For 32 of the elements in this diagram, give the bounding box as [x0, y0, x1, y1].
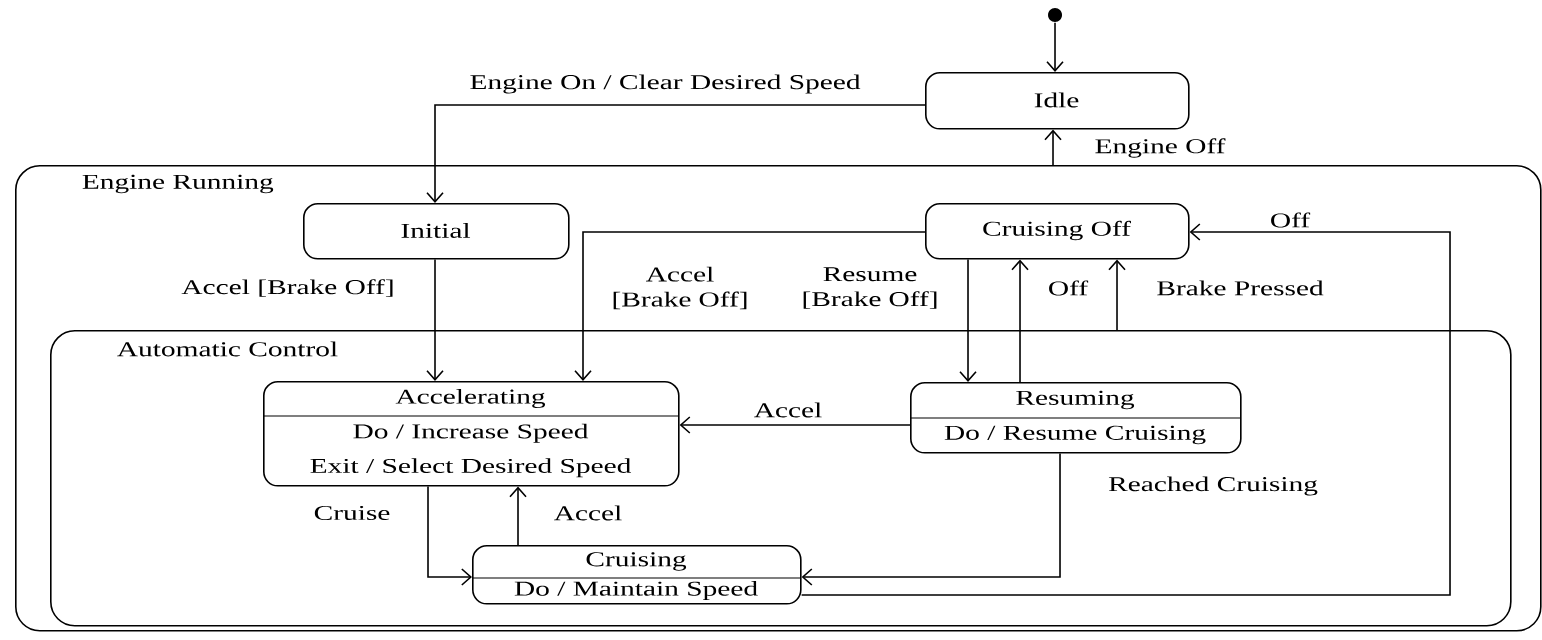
arrow	[426, 104, 926, 203]
arrow	[1044, 129, 1062, 166]
arrow	[426, 258, 444, 381]
state-box: Accelerating Do / Increase Speed Exit / Select Desired Speed	[262, 381, 680, 487]
edge-label: Engine On / Clear Desired Speed	[468, 73, 862, 95]
arrow	[679, 416, 911, 434]
arrow	[427, 485, 472, 586]
arrow	[1011, 259, 1029, 383]
state-box: Idle	[925, 72, 1190, 130]
edge-label: Accel	[752, 401, 824, 419]
state-box: Cruising Off	[925, 203, 1190, 260]
arrow	[1046, 22, 1064, 72]
arrow	[1108, 259, 1126, 331]
edge-label: Reached Cruising	[1107, 475, 1319, 497]
edge-label: Off	[1046, 279, 1090, 297]
state-box: Initial	[303, 203, 570, 260]
edge-label: Off	[1268, 211, 1312, 229]
state-box: Resuming Do / Resume Cruising	[909, 382, 1242, 454]
edge-label: Accel [Brake Off]	[180, 278, 396, 298]
state-box: Cruising Do / Maintain Speed	[471, 545, 802, 605]
arrow	[800, 223, 1451, 596]
edge-label: Accel	[552, 504, 624, 522]
edge-label: Cruise	[312, 504, 392, 522]
edge-label: Resume [Brake Off]	[794, 266, 946, 310]
arrow	[509, 486, 527, 546]
edge-label: Accel [Brake Off]	[609, 265, 751, 311]
arrow	[574, 231, 926, 381]
arrow	[959, 258, 977, 382]
initial-dot	[1048, 8, 1062, 22]
edge-label: Engine Off	[1093, 137, 1227, 159]
edge-label: Brake Pressed	[1155, 279, 1325, 297]
arrow	[801, 452, 1061, 586]
